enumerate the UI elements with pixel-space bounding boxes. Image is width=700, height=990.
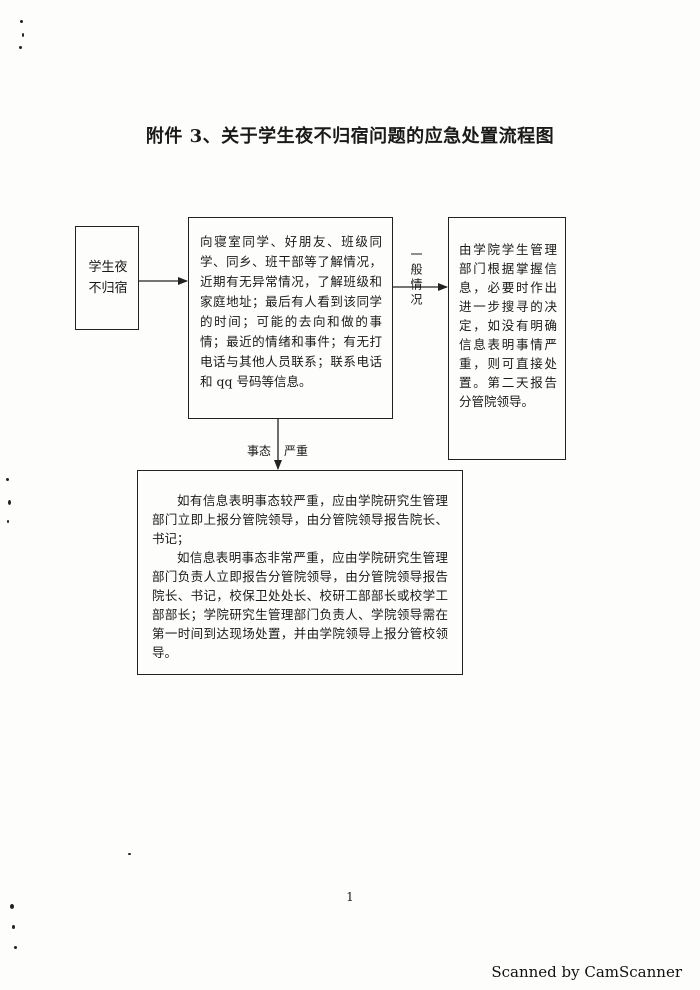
start-box-text: 学生夜 不归宿	[88, 260, 128, 296]
page-title: 附件 3、关于学生夜不归宿问题的应急处置流程图	[145, 126, 555, 147]
scan-speck	[20, 20, 23, 23]
normal-handling-text: 由学院学生管理部门根据掌握信息，必要时作出进一步搜寻的决定，如没有明确信息表明事…	[459, 242, 557, 409]
start-box: 学生夜 不归宿	[75, 226, 139, 330]
serious-branch-label-left: 事态	[247, 444, 272, 458]
scan-speck	[19, 46, 22, 49]
serious-handling-box: 如有信息表明事态较严重，应由学院研究生管理部门立即上报分管院领导，由分管院领导报…	[137, 470, 463, 675]
scan-speck	[10, 904, 14, 909]
scan-speck	[14, 946, 17, 949]
scan-speck	[8, 500, 11, 505]
normal-branch-label: 一般情况	[409, 248, 423, 308]
serious-paragraph-1: 如有信息表明事态较严重，应由学院研究生管理部门立即上报分管院领导，由分管院领导报…	[152, 493, 448, 546]
serious-branch-label-right: 严重	[284, 444, 309, 458]
serious-paragraph-2: 如信息表明事态非常严重，应由学院研究生管理部门负责人立即报告分管院领导，由分管院…	[152, 550, 448, 660]
scan-speck	[128, 853, 131, 855]
scan-speck	[6, 478, 9, 481]
investigate-box-text: 向寝室同学、好朋友、班级同学、同乡、班干部等了解情况，近期有无异常情况，了解班级…	[200, 234, 382, 389]
scanner-watermark: Scanned by CamScanner	[491, 963, 682, 981]
normal-handling-box: 由学院学生管理部门根据掌握信息，必要时作出进一步搜寻的决定，如没有明确信息表明事…	[448, 217, 566, 460]
investigate-box: 向寝室同学、好朋友、班级同学、同乡、班干部等了解情况，近期有无异常情况，了解班级…	[188, 217, 393, 419]
scan-speck	[12, 925, 15, 929]
page-number: 1	[346, 890, 354, 904]
scan-speck	[7, 520, 9, 523]
scan-speck	[22, 33, 24, 37]
